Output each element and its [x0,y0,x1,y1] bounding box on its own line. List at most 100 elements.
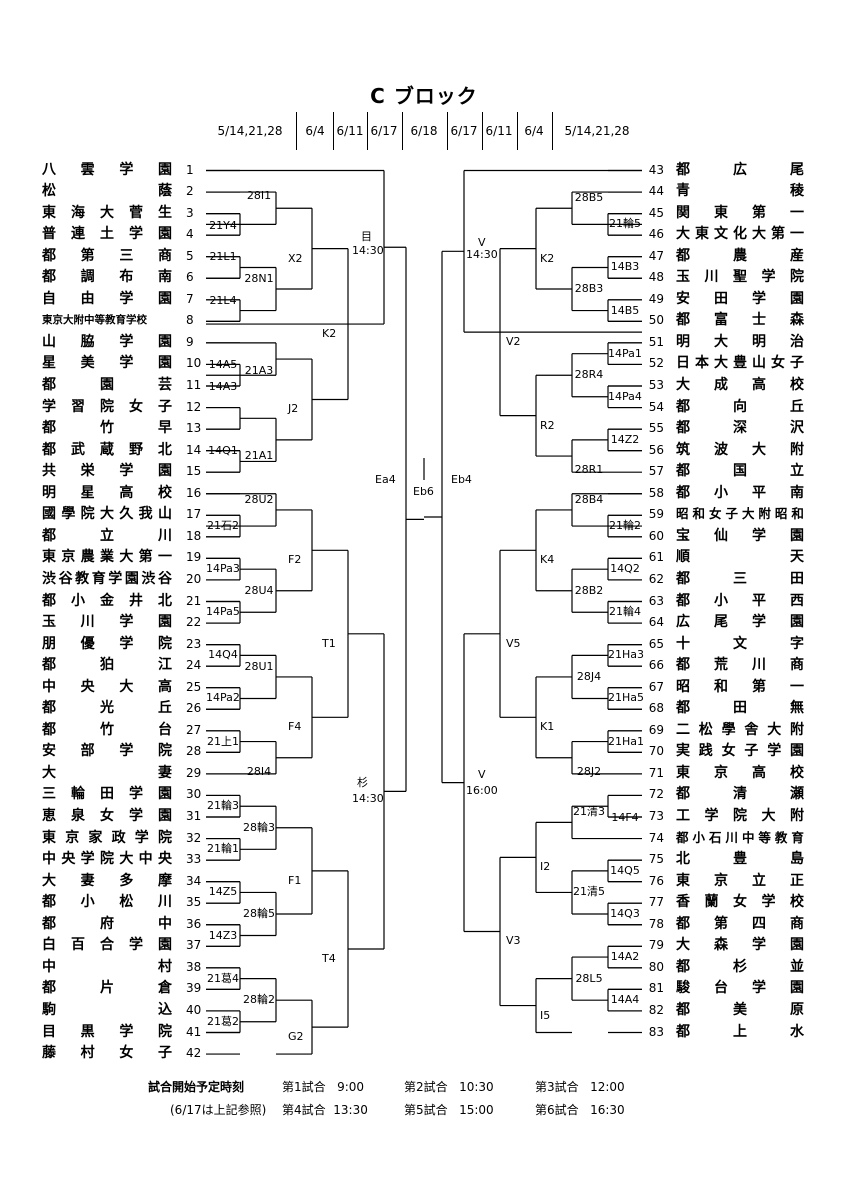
team-number: 17 [186,507,202,522]
team-name-right: 大森学園 [676,937,804,954]
match-code-label: 14Q3 [610,906,640,920]
match-code-label: 21輪3 [207,799,239,813]
match-code-label: 28L5 [575,971,603,985]
team-number: 45 [648,205,664,220]
team-number: 14 [186,442,202,457]
match-code-label: 14Q2 [610,562,640,576]
match-code-label: 28R1 [574,463,604,477]
team-number: 53 [648,378,664,392]
date-separator [367,112,368,150]
team-number: 81 [648,981,664,996]
team-number: 24 [186,658,202,673]
team-name-right: 実践女子学園 [676,743,804,760]
match-code-label: 14F4 [611,811,639,825]
match-code-label: 28輪2 [243,993,275,1007]
team-name-right: 都広尾 [676,161,804,178]
match-code-label: V [478,236,486,250]
team-name-right: 昭和第一 [676,678,804,695]
match-code-label: R2 [540,418,555,432]
team-number: 49 [648,291,664,306]
team-name-left: 都片倉 [42,980,172,997]
match-code-label: 14Pa2 [206,691,240,705]
match-code-label: J2 [288,402,299,416]
match-code-label: 21葛2 [207,1014,239,1028]
date-round1-right: 5/14,21,28 [564,124,630,138]
team-number: 54 [648,399,664,414]
schedule-game6: 第6試合 16:30 [535,1103,625,1117]
team-number: 74 [648,830,664,845]
match-code-label: 21L1 [209,250,237,264]
date-round2-left: 6/4 [305,124,325,138]
team-number: 68 [648,701,664,716]
team-number: 21 [186,593,202,608]
match-code-label: X2 [288,251,303,265]
team-name-right: 二松學舎大附 [676,721,804,738]
team-name-left: 東京家政学院 [42,829,172,846]
match-code-label: 28B2 [574,583,604,597]
team-name-right: 都杉並 [676,958,804,975]
date-round4-right: 6/17 [450,124,478,138]
date-final: 6/18 [410,124,438,138]
team-name-left: 目黒学院 [42,1023,172,1040]
date-separator [447,112,448,150]
team-number: 32 [186,830,202,845]
team-name-right: 駿台学園 [676,980,804,997]
match-code-label: Eb4 [451,473,472,486]
team-name-right: 都小平西 [676,592,804,609]
match-code-label: 21輪5 [609,217,641,231]
team-name-left: 國學院大久我山 [42,506,172,523]
date-round3-right: 6/11 [485,124,513,138]
team-number: 44 [648,184,664,199]
team-number: 5 [186,248,194,263]
match-code-label: K4 [540,553,555,567]
match-code-label: 14B5 [610,303,640,317]
team-name-left: 学習院女子 [42,398,172,415]
team-name-left: 八雲学園 [42,161,172,178]
match-code-label: T1 [322,636,336,650]
team-name-right: 北豊島 [676,851,804,868]
match-code-label: 14Q1 [208,444,238,458]
team-number: 27 [186,722,202,737]
date-separator [552,112,553,150]
team-number: 35 [186,895,202,910]
team-number: 36 [186,916,202,931]
team-name-left: 都調布南 [42,269,172,286]
team-name-right: 十文字 [676,635,804,652]
team-number: 82 [648,1002,664,1017]
team-name-left: 中村 [42,958,172,975]
team-name-right: 安田学園 [676,290,804,307]
team-number: 48 [648,270,664,285]
team-name-right: 都小平南 [676,484,804,501]
team-number: 20 [186,571,202,586]
team-name-left: 大妻多摩 [42,872,172,889]
team-number: 7 [186,291,194,306]
team-name-right: 都富士森 [676,312,804,329]
match-code-label: I5 [540,1008,551,1022]
team-name-left: 都立川 [42,527,172,544]
date-separator [296,112,297,150]
match-code-label: 21Ha5 [608,691,645,705]
team-number: 8 [186,313,194,328]
match-code-label: 28B5 [574,191,604,205]
match-code-label: 28B4 [574,492,604,506]
team-name-left: 中央学院大中央 [42,851,172,868]
team-number: 38 [186,959,202,974]
match-code-label: 21上1 [207,734,239,748]
schedule-game3: 第3試合 12:00 [535,1080,625,1094]
match-code-label: V [478,767,486,781]
team-name-right: 東京立正 [676,872,804,889]
team-name-right: 都清瀬 [676,786,804,803]
team-number: 71 [648,765,664,780]
team-number: 13 [186,421,202,436]
team-name-left: 都狛江 [42,657,172,674]
team-number: 15 [186,464,202,479]
match-code-label: 14:30 [352,792,384,806]
team-name-right: 順天 [676,549,804,566]
team-name-right: 大成高校 [676,377,804,393]
team-name-left: 三輪田学園 [42,786,172,803]
team-number: 1 [186,162,194,177]
match-code-label: K2 [540,251,555,265]
team-name-left: 恵泉女学園 [42,808,172,824]
date-separator [482,112,483,150]
match-code-label: 目 [361,230,372,244]
